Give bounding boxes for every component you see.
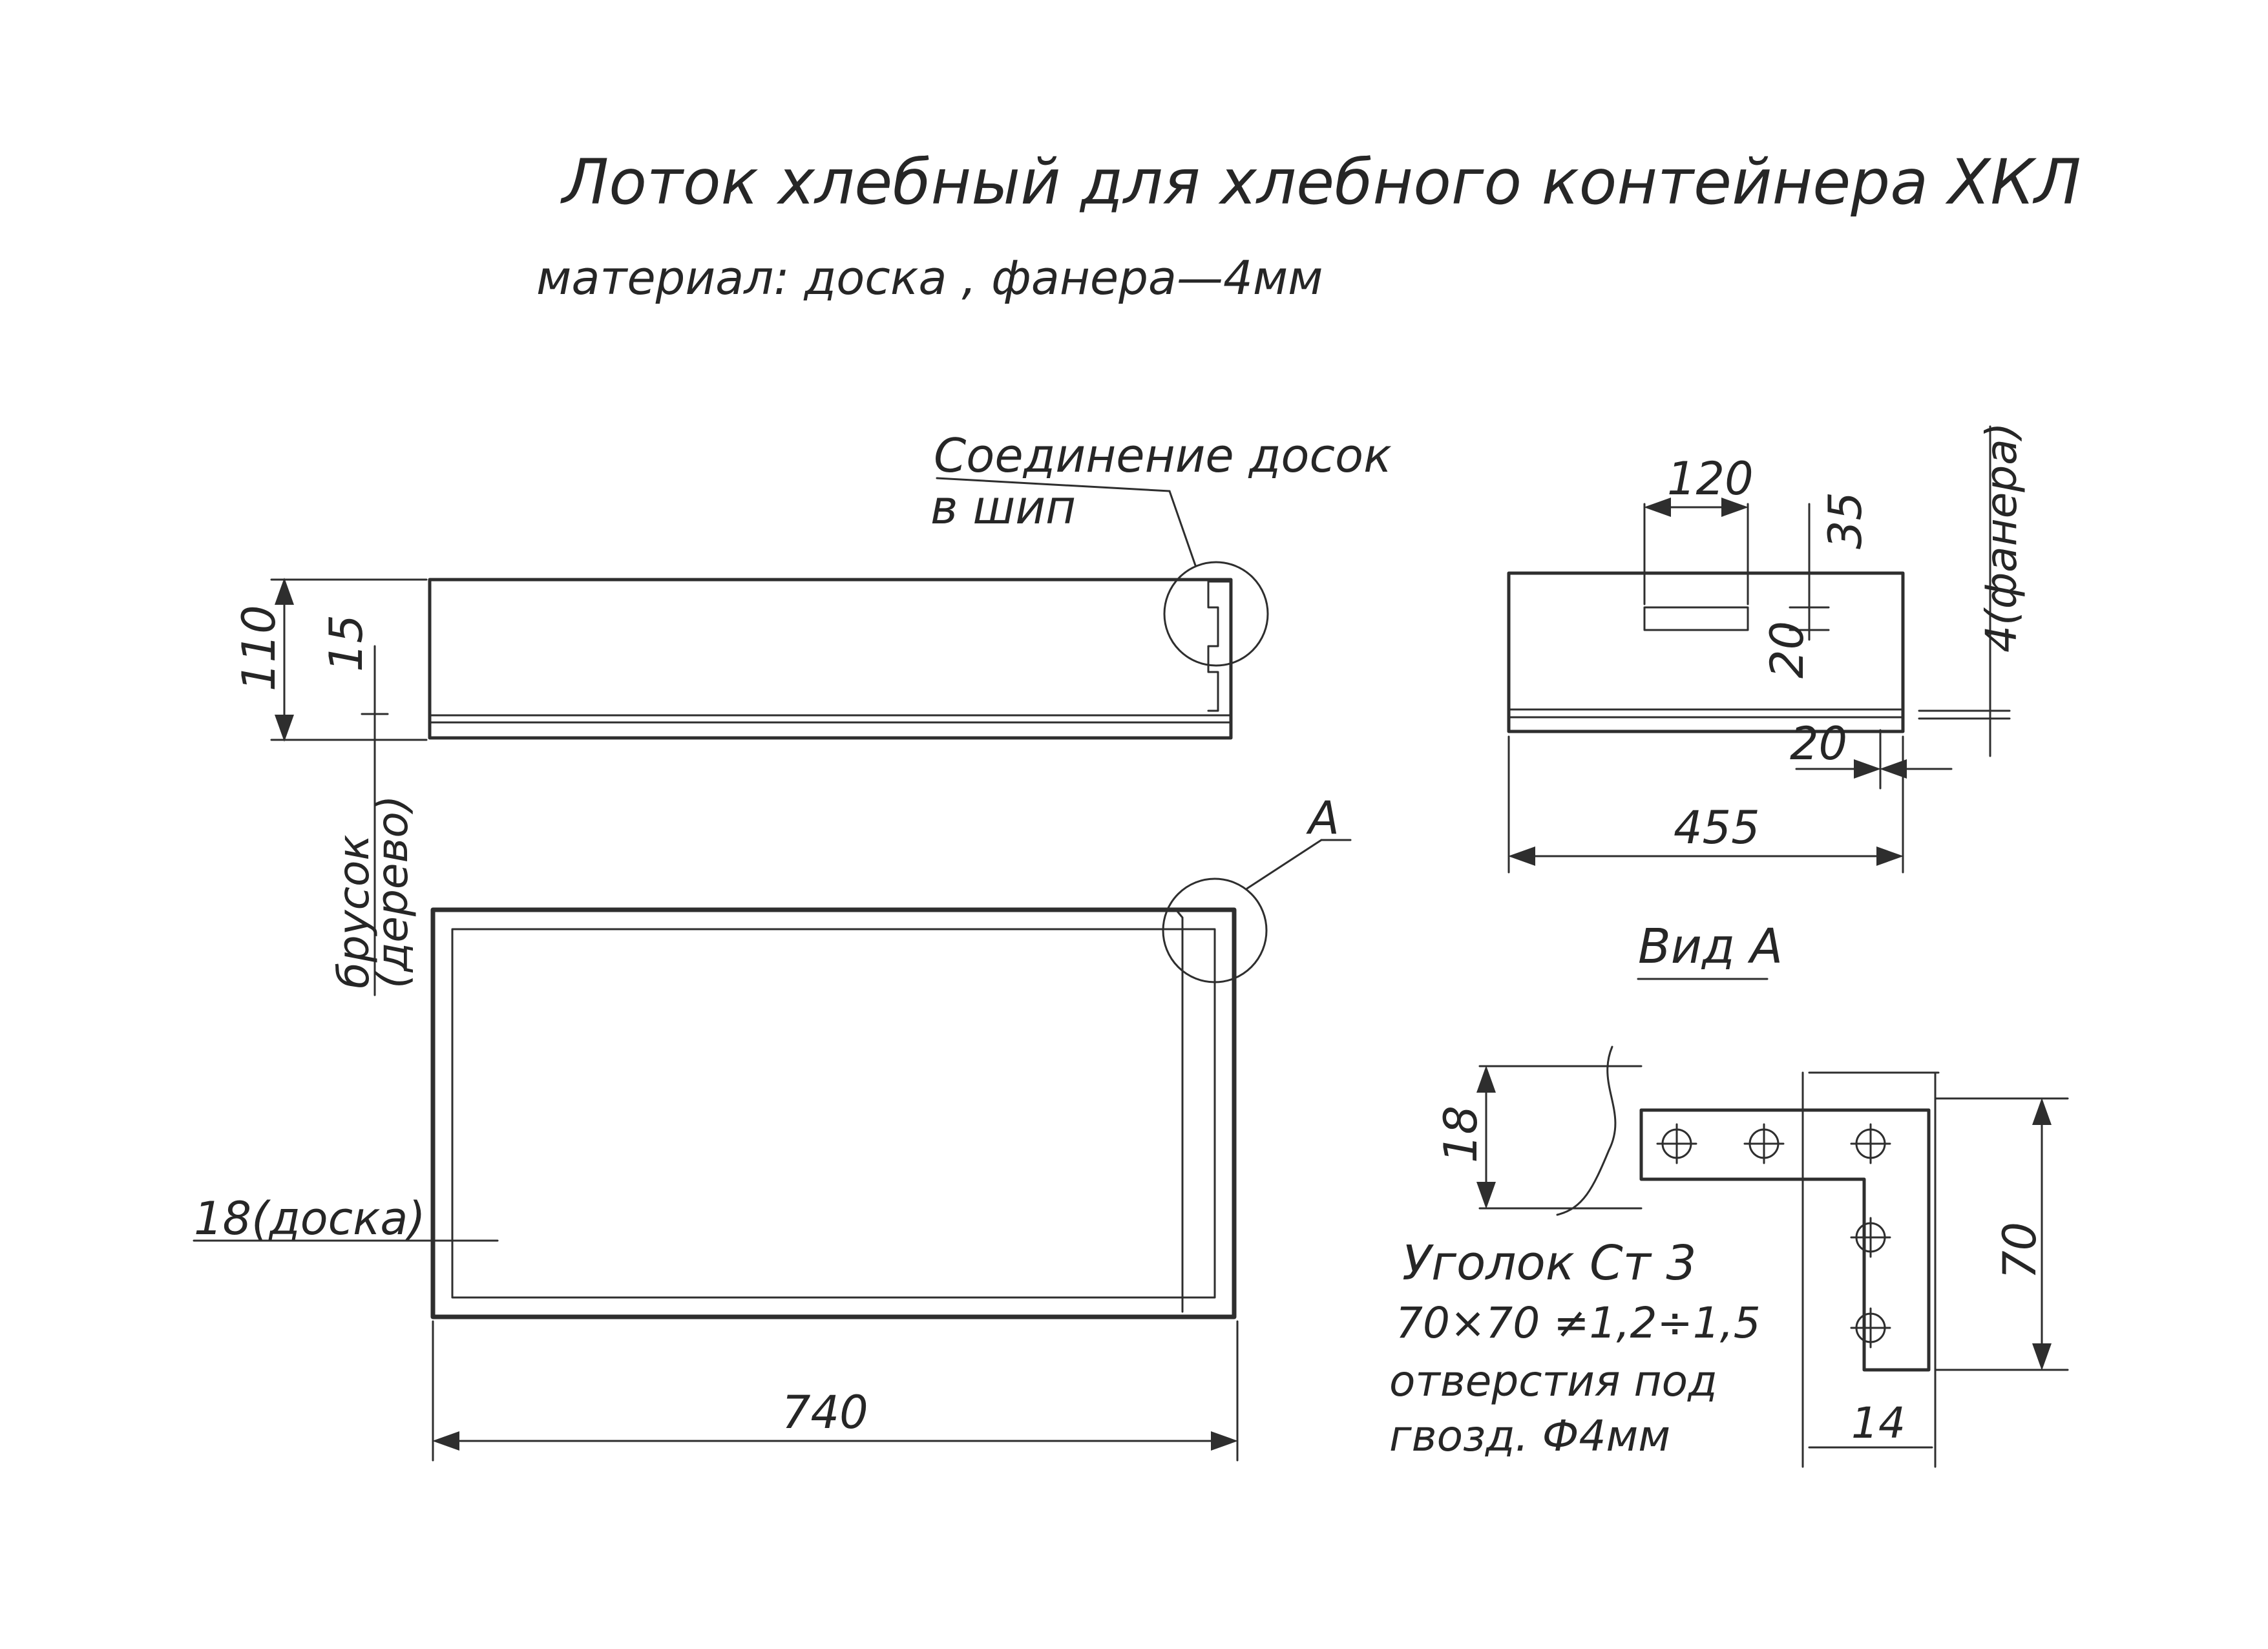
drawing-title: Лоток хлебный для хлебного контейнера ХК… — [560, 146, 2081, 218]
side-view-outline — [1507, 571, 1905, 733]
dimension-455: 455 — [1674, 801, 1760, 854]
dimension-740: 740 — [782, 1386, 868, 1439]
view-a: Вид А 18 70 14 Уголок Ст 3 7 — [1389, 919, 2069, 1468]
joint-label-line1: Соединение досок — [934, 428, 1392, 483]
dimension-20-bottom: 20 — [1790, 717, 1847, 770]
front-view: Соединение досок в шип 110 15 — [233, 428, 1392, 996]
joint-leader-line — [1168, 490, 1197, 567]
top-view-outer-frame — [430, 907, 1237, 1319]
dimension-70: 70 — [1993, 1222, 2046, 1279]
detail-a-letter: А — [1306, 792, 1339, 845]
material-note: материал: доска , фанера—4мм — [536, 251, 1323, 305]
dimension-15: 15 — [320, 614, 373, 672]
detail-a-circle — [1162, 877, 1268, 983]
hand-slot — [1643, 606, 1749, 631]
dimension-120: 120 — [1667, 452, 1754, 505]
top-view: А брусок (дерево) 18(доска) 740 — [193, 792, 1352, 1462]
top-view-inner-frame — [451, 928, 1216, 1299]
detail-a-leader — [1246, 839, 1323, 890]
bar-label-line2: (дерево) — [368, 795, 417, 989]
angle-note-line1: Уголок Ст 3 — [1402, 1235, 1696, 1291]
view-a-heading: Вид А — [1638, 919, 1783, 974]
plywood-label: 4(фанера) — [1977, 423, 2026, 653]
joint-detail-circle — [1163, 561, 1269, 667]
bar-label-line1: брусок — [329, 835, 379, 989]
dimension-18-angle: 18 — [1434, 1106, 1487, 1163]
angle-note-line2: 70×70 ≠1,2÷1,5 — [1396, 1298, 1761, 1348]
dimension-35: 35 — [1819, 492, 1872, 549]
side-view: 120 35 20 20 455 4(фанера) — [1507, 423, 2026, 874]
board-thickness-label: 18(доска) — [194, 1192, 426, 1245]
front-view-outline — [428, 578, 1233, 740]
dimension-110: 110 — [233, 605, 286, 691]
angle-note-line3: отверстия под — [1389, 1356, 1717, 1406]
dimension-20-slot: 20 — [1761, 621, 1814, 678]
break-line — [1556, 1045, 1617, 1216]
joint-label-line2: в шип — [930, 480, 1076, 534]
fastener-holes — [1656, 1123, 1891, 1349]
corner-angle-bracket — [1639, 1108, 1931, 1372]
dimension-14: 14 — [1851, 1398, 1906, 1448]
tenon-joint-detail — [1207, 580, 1232, 712]
angle-note-line4: гвозд. Ф4мм — [1389, 1411, 1670, 1461]
